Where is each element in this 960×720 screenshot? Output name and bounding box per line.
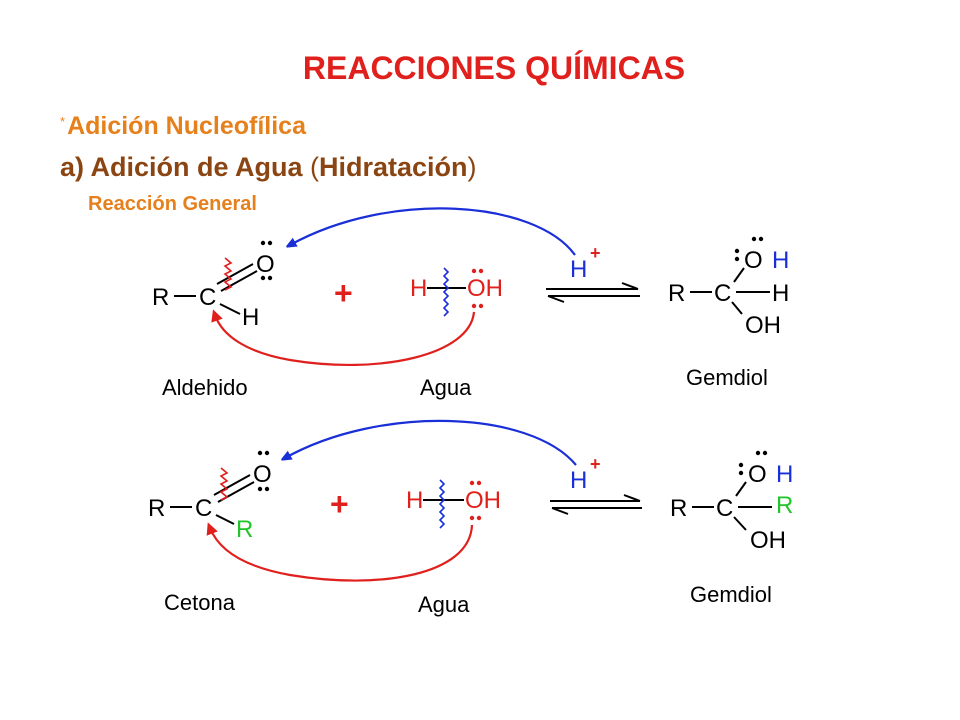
page-title: REACCIONES QUÍMICAS <box>302 50 686 86</box>
prod-R: R <box>668 280 685 307</box>
section-heading: *Adición Nucleofílica <box>60 112 306 141</box>
atom-R2: R <box>236 516 253 543</box>
label-gemdiol: Gemdiol <box>690 582 772 607</box>
prod-H: H <box>772 280 789 307</box>
catalyst-charge: + <box>590 454 601 474</box>
atom-C: C <box>195 495 212 522</box>
atom-H: H <box>242 304 259 331</box>
prod-R: R <box>670 495 687 522</box>
subsection-heading: a) Adición de Agua (Hidratación) <box>60 152 477 183</box>
bond-C-O-1 <box>216 263 254 285</box>
plus-sign: + <box>330 486 349 522</box>
water-OH: OH <box>465 487 501 514</box>
catalyst-charge: + <box>590 243 601 263</box>
catalyst-H: H <box>570 256 587 283</box>
bond-C-O-2 <box>220 270 258 292</box>
label-cetona: Cetona <box>164 590 236 615</box>
subsection-hydration: Hidratación <box>319 152 468 182</box>
water-H: H <box>410 275 427 302</box>
plus-sign: + <box>334 275 353 311</box>
prod-C: C <box>714 280 731 307</box>
prod-OH: OH <box>750 527 786 554</box>
prod-H-on-O: H <box>772 247 789 274</box>
water-H: H <box>406 487 423 514</box>
water-OH: OH <box>467 275 503 302</box>
catalyst-H: H <box>570 467 587 494</box>
water-wavy-mark <box>442 267 450 317</box>
wavy-bond-mark <box>223 257 233 291</box>
label-aldehido: Aldehido <box>162 375 248 400</box>
subsection-main: a) Adición de Agua <box>60 152 311 182</box>
general-reaction-label: Reacción General <box>88 193 257 215</box>
prod-R2: R <box>776 492 793 519</box>
atom-O: O <box>253 461 272 488</box>
label-agua: Agua <box>418 592 470 617</box>
prod-C: C <box>716 495 733 522</box>
atom-R: R <box>148 495 165 522</box>
red-curved-arrow <box>211 309 476 366</box>
atom-R: R <box>152 284 169 311</box>
asterisk: * <box>60 114 66 129</box>
label-agua: Agua <box>420 375 472 400</box>
atom-C: C <box>199 284 216 311</box>
prod-O: O <box>744 247 763 274</box>
bond-C-H <box>219 303 241 315</box>
label-gemdiol: Gemdiol <box>686 365 768 390</box>
section-heading-text: Adición Nucleofílica <box>67 112 306 140</box>
reaction-2: R C O R + H OH H + R C O H R <box>148 419 793 617</box>
reaction-1: R C O H + H OH H + R C <box>152 207 789 400</box>
paren-open: ( <box>310 152 320 182</box>
blue-curved-arrow <box>290 207 576 256</box>
prod-O: O <box>748 461 767 488</box>
prod-H-on-O: H <box>776 461 793 488</box>
atom-O: O <box>256 251 275 278</box>
paren-close: ) <box>467 152 477 182</box>
prod-OH: OH <box>745 312 781 339</box>
